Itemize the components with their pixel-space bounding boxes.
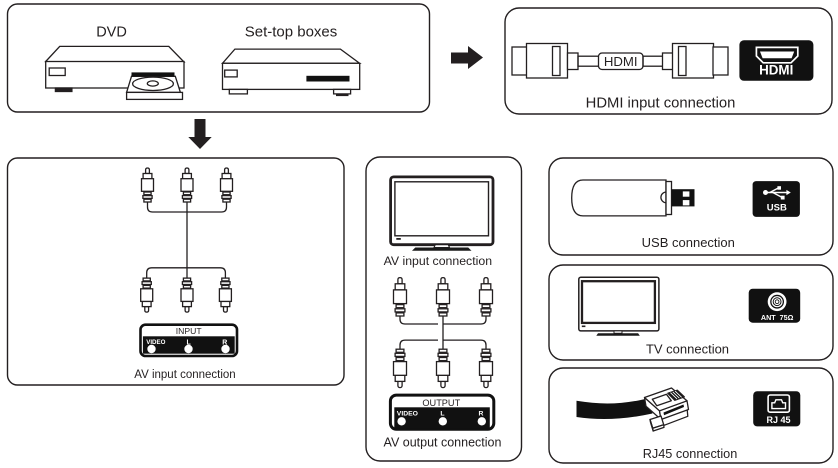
svg-text:INPUT: INPUT [176, 326, 203, 336]
svg-text:Set-top boxes: Set-top boxes [245, 24, 338, 41]
svg-text:L: L [187, 340, 192, 347]
svg-text:HDMI: HDMI [604, 54, 638, 69]
svg-text:HDMI: HDMI [759, 62, 793, 77]
svg-text:AV input connection: AV input connection [134, 369, 235, 381]
svg-text:R: R [479, 411, 484, 418]
svg-text:R: R [222, 340, 227, 347]
svg-text:AV input connection: AV input connection [384, 254, 493, 268]
svg-text:ANT 75Ω: ANT 75Ω [761, 313, 794, 322]
svg-text:HDMI input connection: HDMI input connection [586, 96, 736, 112]
svg-text:RJ 45: RJ 45 [766, 415, 790, 425]
svg-text:VIDEO: VIDEO [397, 411, 418, 418]
svg-text:RJ45 connection: RJ45 connection [643, 447, 738, 461]
svg-text:VIDEO: VIDEO [146, 339, 165, 346]
svg-text:OUTPUT: OUTPUT [422, 398, 460, 408]
svg-text:L: L [440, 411, 444, 418]
svg-text:USB connection: USB connection [642, 235, 735, 250]
svg-text:DVD: DVD [96, 25, 127, 41]
svg-text:USB: USB [767, 203, 787, 214]
svg-text:TV connection: TV connection [646, 342, 729, 357]
svg-text:AV output connection: AV output connection [384, 435, 502, 449]
